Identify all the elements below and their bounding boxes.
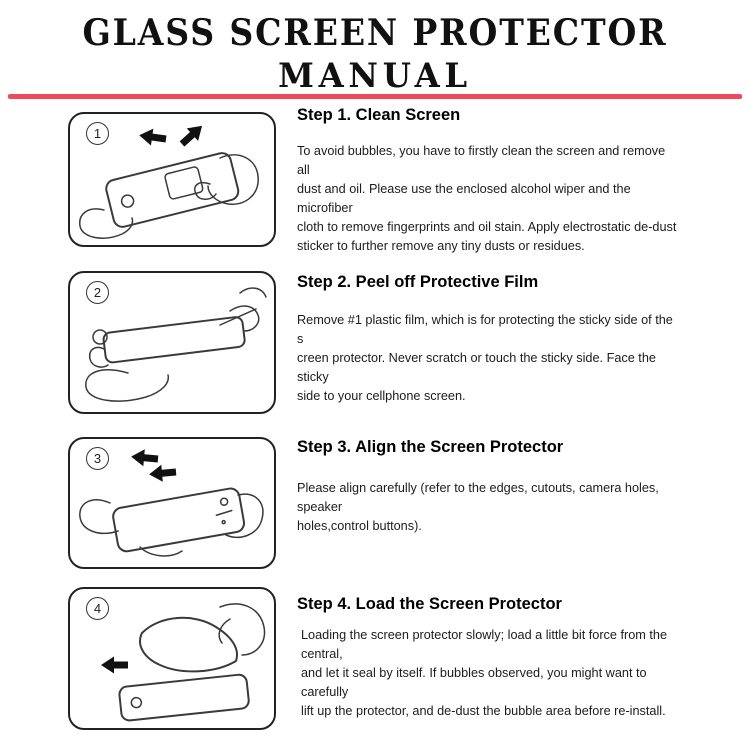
hand-outline: [207, 154, 259, 205]
step-3-panel: 3: [68, 437, 276, 569]
step-1-illustration: [79, 125, 259, 239]
arrow-left-icon: [149, 464, 177, 482]
step-3-number-badge: 3: [86, 447, 109, 470]
step-3-heading: Step 3. Align the Screen Protector: [297, 438, 564, 456]
peel-curl-outline: [229, 305, 260, 332]
cloth-outline: [139, 616, 238, 673]
hand-outline: [79, 499, 119, 535]
phone-outline: [118, 673, 250, 722]
page-title-line1: GLASS SCREEN PROTECTOR: [82, 12, 668, 54]
step-2-illustration: [85, 287, 267, 402]
hand-outline: [225, 493, 264, 539]
step-1-body-text: To avoid bubbles, you have to firstly cl…: [297, 144, 677, 254]
sensor-dot-icon: [221, 519, 226, 525]
step-2-body-text: Remove #1 plastic film, which is for pro…: [297, 313, 673, 404]
step-4-illustration: [101, 603, 266, 722]
finger-outline: [218, 618, 231, 644]
arrow-up-right-icon: [179, 125, 203, 147]
hand-outline: [219, 603, 266, 656]
step-4-heading: Step 4. Load the Screen Protector: [297, 595, 562, 613]
finger-outline: [194, 182, 217, 200]
home-button-icon: [120, 194, 135, 208]
home-button-icon: [130, 696, 143, 709]
step-4-body-text: Loading the screen protector slowly; loa…: [301, 628, 668, 719]
step-3-illustration: [79, 449, 264, 557]
step-1-number-badge: 1: [86, 122, 109, 145]
finger-outline: [239, 287, 267, 298]
phone-outline: [112, 487, 246, 553]
step-2-heading: Step 2. Peel off Protective Film: [297, 273, 539, 291]
title-divider: [8, 94, 742, 99]
step-1-panel: 1: [68, 112, 276, 247]
step-2-panel: 2: [68, 271, 276, 414]
step-1-heading: Step 1. Clean Screen: [297, 106, 461, 124]
wiper-outline: [164, 166, 204, 200]
camera-hole-icon: [219, 497, 229, 506]
hand-outline: [85, 369, 170, 402]
button-circle-icon: [92, 329, 108, 345]
step-4-panel: 4: [68, 587, 276, 730]
step-4-number-badge: 4: [86, 597, 109, 620]
phone-outline: [105, 152, 240, 228]
step-3-body-text: Please align carefully (refer to the edg…: [297, 481, 659, 534]
finger-outline: [139, 546, 183, 557]
page-title-line2: MANUAL: [278, 56, 472, 96]
thumb-outline: [88, 346, 109, 368]
step-2-number-badge: 2: [86, 281, 109, 304]
speaker-slot-icon: [215, 509, 233, 517]
arrow-left-icon: [101, 656, 128, 674]
hand-outline: [79, 208, 134, 239]
arrow-left-icon: [131, 449, 159, 467]
arrow-left-icon: [139, 128, 167, 146]
peel-edge-line: [219, 308, 257, 326]
